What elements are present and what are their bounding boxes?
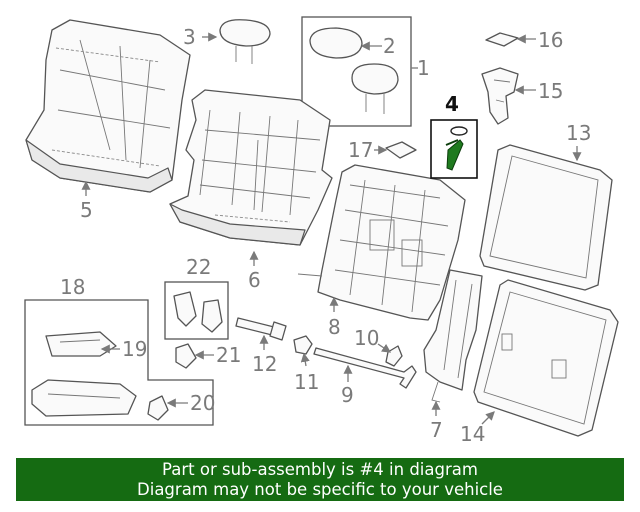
part-15-latch[interactable] bbox=[481, 67, 519, 125]
part-3-headrest[interactable] bbox=[219, 19, 271, 64]
part-22-bracket-set[interactable] bbox=[164, 281, 229, 340]
callout-3: 3 bbox=[183, 25, 196, 49]
part-5-seatback-cushion[interactable] bbox=[25, 19, 191, 193]
callout-15: 15 bbox=[538, 79, 563, 103]
part-11-nut[interactable] bbox=[293, 335, 313, 355]
part-12-bolt[interactable] bbox=[235, 317, 287, 341]
part-18-seat-cushion-assembly[interactable] bbox=[24, 299, 214, 426]
callout-4: 4 bbox=[445, 92, 459, 116]
callout-17: 17 bbox=[348, 138, 373, 162]
part-17-plate[interactable] bbox=[385, 141, 417, 159]
banner-line-2: Diagram may not be specific to your vehi… bbox=[137, 479, 503, 499]
part-21-bracket[interactable] bbox=[175, 343, 197, 369]
callout-16: 16 bbox=[538, 28, 563, 52]
callout-10: 10 bbox=[354, 326, 379, 350]
part-14-back-panel[interactable] bbox=[473, 279, 619, 437]
part-4-highlight-box[interactable] bbox=[430, 119, 478, 179]
callout-20: 20 bbox=[190, 391, 215, 415]
callout-2: 2 bbox=[383, 34, 396, 58]
callout-6: 6 bbox=[248, 268, 261, 292]
part-1-headrest-assembly[interactable] bbox=[301, 16, 412, 127]
callout-13: 13 bbox=[566, 121, 591, 145]
callout-5: 5 bbox=[80, 198, 93, 222]
callout-19: 19 bbox=[122, 337, 147, 361]
part-16-clip[interactable] bbox=[485, 32, 519, 47]
part-13-rear-panel[interactable] bbox=[479, 144, 613, 291]
diagram-notice-banner: Part or sub-assembly is #4 in diagram Di… bbox=[16, 458, 624, 501]
callout-12: 12 bbox=[252, 352, 277, 376]
banner-line-1: Part or sub-assembly is #4 in diagram bbox=[162, 459, 478, 479]
callout-18: 18 bbox=[60, 275, 85, 299]
part-9-rod[interactable] bbox=[313, 347, 417, 389]
callout-7: 7 bbox=[430, 418, 443, 442]
callout-11: 11 bbox=[294, 370, 319, 394]
part-8-seatback-structure[interactable] bbox=[297, 164, 466, 321]
callout-9: 9 bbox=[341, 383, 354, 407]
callout-14: 14 bbox=[460, 422, 485, 446]
callout-8: 8 bbox=[328, 315, 341, 339]
callout-21: 21 bbox=[216, 343, 241, 367]
leader-lines bbox=[81, 32, 582, 425]
part-10-clip[interactable] bbox=[385, 345, 403, 367]
callout-1: 1 bbox=[417, 56, 430, 80]
callout-22: 22 bbox=[186, 255, 211, 279]
part-6-seatback-frame[interactable] bbox=[169, 89, 333, 246]
